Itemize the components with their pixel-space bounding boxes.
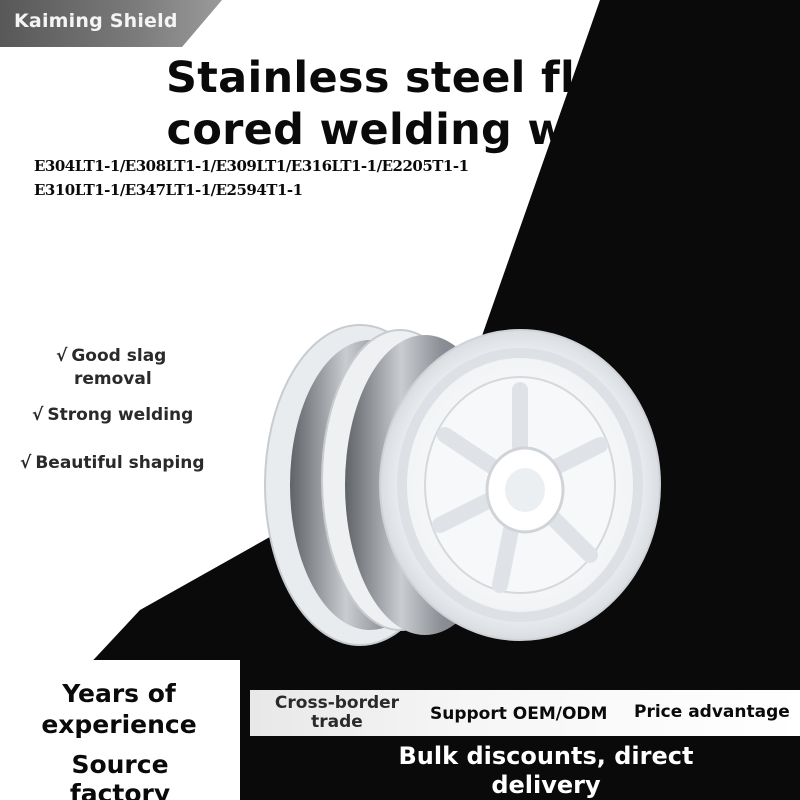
welding-wire-spools-image: [264, 324, 661, 646]
model-line-2: E310LT1-1/E347LT1-1/E2594T1-1: [34, 181, 303, 199]
page-title: Stainless steel flux cored welding wire: [0, 52, 800, 156]
cross-line-1: Cross-border: [274, 693, 400, 713]
title-line-1: Stainless steel flux: [166, 53, 634, 103]
feature-beautiful-shaping: √Beautiful shaping: [20, 452, 230, 475]
model-list: E304LT1-1/E308LT1-1/E309LT1/E316LT1-1/E2…: [34, 154, 594, 202]
bulk-discounts: Bulk discounts, direct delivery: [396, 742, 696, 800]
years-line-1: Years of: [62, 679, 176, 708]
feature-label: Beautiful shaping: [35, 453, 205, 473]
bulk-line-1: Bulk discounts, direct: [398, 742, 694, 770]
check-icon: √: [56, 346, 68, 366]
brand-tag: Kaiming Shield: [0, 0, 222, 47]
title-line-2: cored welding wire: [166, 105, 634, 155]
years-of-experience: Years of experience: [24, 678, 214, 740]
check-icon: √: [20, 453, 32, 473]
model-line-1: E304LT1-1/E308LT1-1/E309LT1/E316LT1-1/E2…: [34, 157, 469, 175]
cross-border-trade: Cross-border trade: [262, 694, 412, 732]
feature-label: Good slag: [71, 346, 167, 366]
feature-label: removal: [74, 369, 152, 389]
years-panel: [0, 672, 240, 800]
feature-label: Strong welding: [47, 405, 194, 425]
feature-strong-welding: √Strong welding: [32, 404, 232, 427]
years-line-2: experience: [41, 710, 197, 739]
bulk-line-2: delivery: [491, 771, 601, 799]
oem-odm-support: Support OEM/ODM: [430, 704, 608, 724]
benefits-strip: [250, 690, 800, 736]
feature-good-slag: √Good slag removal: [56, 345, 216, 391]
cross-line-2: trade: [311, 712, 363, 732]
price-advantage: Price advantage: [634, 702, 790, 722]
check-icon: √: [32, 405, 44, 425]
source-factory: Source factory: [69, 750, 171, 800]
